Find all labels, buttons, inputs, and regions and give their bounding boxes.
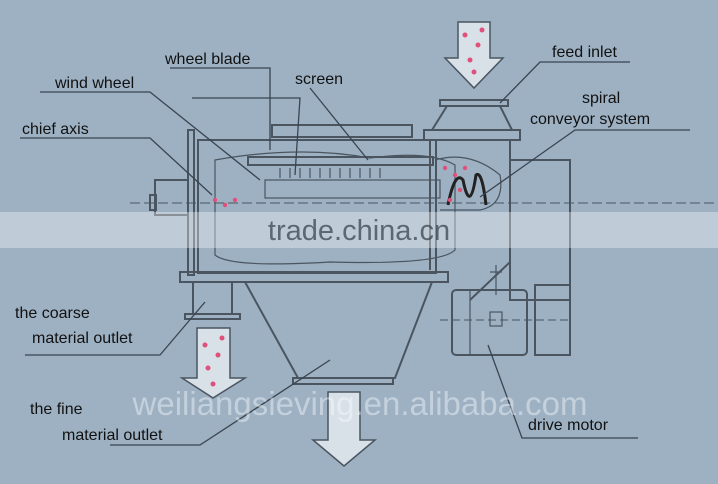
label-feed-inlet: feed inlet <box>552 44 617 61</box>
label-wheel-blade: wheel blade <box>164 51 251 68</box>
label-drive-motor: drive motor <box>528 417 609 434</box>
machine-drawing <box>130 99 718 385</box>
fine-output-arrow <box>310 391 378 467</box>
label-spiral: spiral <box>582 90 620 107</box>
label-chief-axis: chief axis <box>22 121 89 138</box>
label-screen: screen <box>295 71 343 88</box>
label-conveyor-system: conveyor system <box>530 111 650 128</box>
label-fine-2: material outlet <box>62 427 163 444</box>
leader-lines <box>20 61 690 446</box>
wheel-blades <box>279 168 381 178</box>
feed-arrow <box>443 21 505 90</box>
label-wind-wheel: wind wheel <box>54 75 134 92</box>
coarse-output-arrow <box>179 327 248 399</box>
label-fine-1: the fine <box>30 401 83 418</box>
particles-inside <box>212 165 468 208</box>
watermark-alibaba: weiliangsieving.en.alibaba.com <box>132 385 588 422</box>
label-coarse-1: the coarse <box>15 305 90 322</box>
watermark-band <box>0 212 718 248</box>
spiral-screw <box>446 172 488 206</box>
watermark-trade-china: trade.china.cn <box>268 215 450 247</box>
label-coarse-2: material outlet <box>32 330 133 347</box>
